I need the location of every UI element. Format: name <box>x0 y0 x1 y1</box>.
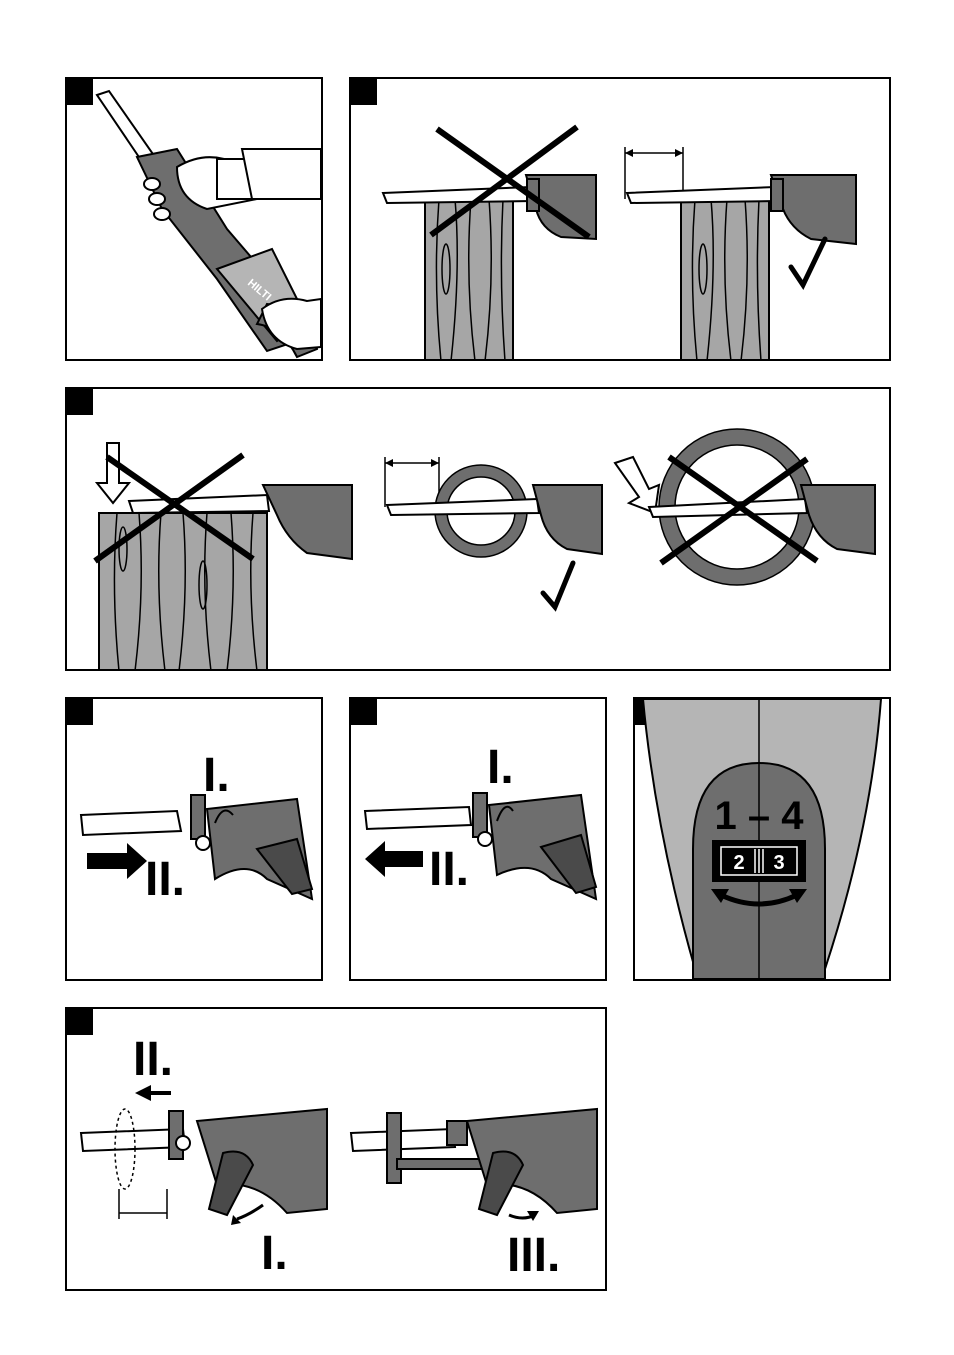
figure-3-panel <box>65 387 891 671</box>
speed-dial-value-left: 2 <box>733 852 744 874</box>
figure-4-panel: I. II. <box>65 697 323 981</box>
step-label-3: III. <box>507 1229 560 1282</box>
step-label-1: I. <box>261 1227 288 1280</box>
blade-insert-illustration: I. II. <box>67 699 321 979</box>
speed-range-label: 1 – 4 <box>715 794 805 838</box>
speed-dial-illustration: 1 – 4 2 3 <box>635 699 889 979</box>
figure-6-panel: 1 – 4 2 3 <box>633 697 891 981</box>
blade-length-wood-illustration <box>351 79 889 359</box>
cutting-workpiece-illustration <box>67 389 889 669</box>
speed-dial-value-right: 3 <box>773 852 784 874</box>
step-label-2: II. <box>429 843 469 896</box>
step-label-1: I. <box>487 741 514 794</box>
figure-7-panel: II. I. III. <box>65 1007 607 1291</box>
saw-held-two-hands-illustration: HILTI <box>67 79 321 359</box>
figure-1-panel: HILTI <box>65 77 323 361</box>
blade-remove-illustration: I. II. <box>351 699 605 979</box>
step-label-1: I. <box>203 749 230 802</box>
step-label-2: II. <box>133 1033 173 1086</box>
figure-5-panel: I. II. <box>349 697 607 981</box>
foot-plate-adjust-illustration: II. I. III. <box>67 1009 605 1289</box>
figure-2-panel <box>349 77 891 361</box>
step-label-2: II. <box>145 853 185 906</box>
